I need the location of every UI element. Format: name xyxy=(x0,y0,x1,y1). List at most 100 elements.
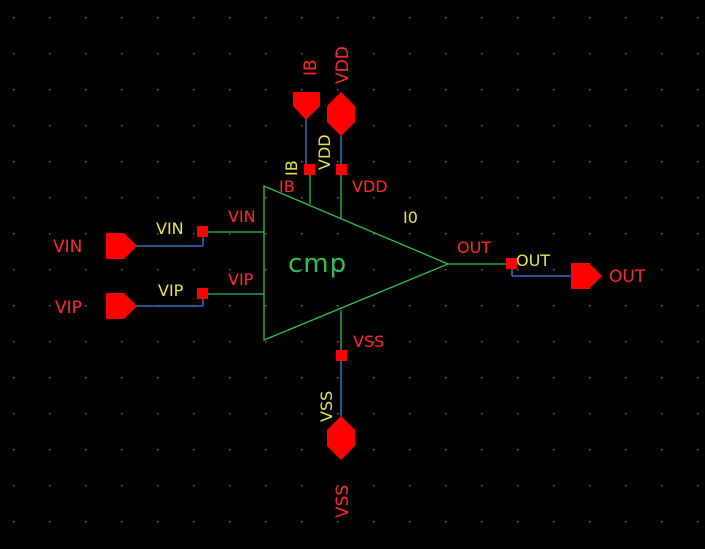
grid-dot xyxy=(229,377,231,379)
grid-dot xyxy=(265,449,267,451)
pin-marker-vin[interactable] xyxy=(197,226,208,237)
port-vin-shape[interactable] xyxy=(106,233,137,259)
grid-dot xyxy=(625,341,627,343)
grid-dot xyxy=(409,449,411,451)
grid-dot xyxy=(265,233,267,235)
grid-dot xyxy=(157,233,159,235)
grid-dot xyxy=(625,17,627,19)
grid-dot xyxy=(517,197,519,199)
grid-dot xyxy=(265,17,267,19)
grid-dot xyxy=(481,269,483,271)
grid-dot xyxy=(337,341,339,343)
grid-dot xyxy=(85,53,87,55)
grid-dot xyxy=(193,377,195,379)
grid-dot xyxy=(445,89,447,91)
port-vss-shape[interactable] xyxy=(327,416,355,460)
grid-dot xyxy=(193,485,195,487)
grid-dot xyxy=(553,521,555,523)
grid-dot xyxy=(121,89,123,91)
grid-dot xyxy=(409,233,411,235)
comparator-triangle[interactable] xyxy=(263,185,450,341)
comparator-symbol[interactable] xyxy=(203,170,512,356)
port-vdd-shape[interactable] xyxy=(327,92,355,136)
grid-dot xyxy=(445,485,447,487)
grid-dot xyxy=(229,449,231,451)
grid-dot xyxy=(13,413,15,415)
grid-dot xyxy=(229,161,231,163)
grid-dot xyxy=(589,89,591,91)
grid-dot xyxy=(265,89,267,91)
grid-dot xyxy=(337,485,339,487)
grid-dot xyxy=(265,377,267,379)
port-label-vip: VIP xyxy=(55,298,82,318)
grid-dot xyxy=(13,233,15,235)
grid-dot xyxy=(13,17,15,19)
grid-dot xyxy=(337,233,339,235)
grid-dot xyxy=(13,449,15,451)
grid-dot xyxy=(481,197,483,199)
grid-dot xyxy=(445,341,447,343)
grid-dot xyxy=(157,17,159,19)
grid-dot xyxy=(49,449,51,451)
grid-dot xyxy=(301,305,303,307)
grid-dot xyxy=(85,377,87,379)
grid-dot xyxy=(85,269,87,271)
grid-dot xyxy=(157,89,159,91)
grid-dot xyxy=(517,377,519,379)
port-ib-shape[interactable] xyxy=(293,92,320,120)
grid-dot xyxy=(85,197,87,199)
grid-dot xyxy=(157,161,159,163)
grid-dot xyxy=(481,485,483,487)
grid-dot xyxy=(553,125,555,127)
port-vip-shape[interactable] xyxy=(106,293,137,319)
grid-dot xyxy=(589,17,591,19)
grid-dot xyxy=(13,161,15,163)
grid-dot xyxy=(373,161,375,163)
grid-dot xyxy=(409,269,411,271)
grid-dot xyxy=(553,305,555,307)
pin-marker-vss[interactable] xyxy=(336,350,347,361)
port-label-vin: VIN xyxy=(53,237,82,257)
pin-marker-vip[interactable] xyxy=(197,288,208,299)
pin-label-ib: IB xyxy=(279,177,295,196)
grid-dot xyxy=(229,305,231,307)
grid-dot xyxy=(409,377,411,379)
pin-marker-ib[interactable] xyxy=(304,164,315,175)
pin-marker-vdd[interactable] xyxy=(336,164,347,175)
grid-dot xyxy=(625,521,627,523)
grid-dot xyxy=(193,89,195,91)
instance-name: I0 xyxy=(403,208,418,227)
grid-dot xyxy=(697,377,699,379)
grid-dot xyxy=(625,53,627,55)
grid-dot xyxy=(301,17,303,19)
grid-dot xyxy=(661,89,663,91)
port-label-out: OUT xyxy=(609,267,646,287)
net-label-out: OUT xyxy=(516,251,550,270)
grid-dot xyxy=(553,413,555,415)
grid-dot xyxy=(445,125,447,127)
grid-dot xyxy=(697,53,699,55)
grid-dot xyxy=(49,305,51,307)
grid-dot xyxy=(625,125,627,127)
grid-dot xyxy=(13,125,15,127)
grid-dot xyxy=(49,377,51,379)
grid-dot xyxy=(121,341,123,343)
grid-dot xyxy=(661,377,663,379)
grid-dot xyxy=(373,377,375,379)
grid-dot xyxy=(13,485,15,487)
grid-dot xyxy=(553,341,555,343)
grid-dot xyxy=(49,17,51,19)
grid-dot xyxy=(625,197,627,199)
grid-dot xyxy=(337,197,339,199)
grid-dot xyxy=(373,413,375,415)
grid-dot xyxy=(373,521,375,523)
pin-marker-out[interactable] xyxy=(506,258,517,269)
port-out-shape[interactable] xyxy=(571,263,602,289)
grid-dot xyxy=(157,377,159,379)
grid-dot xyxy=(589,485,591,487)
grid-dot xyxy=(85,305,87,307)
grid-dot xyxy=(661,449,663,451)
grid-dot xyxy=(445,53,447,55)
grid-dot xyxy=(697,521,699,523)
